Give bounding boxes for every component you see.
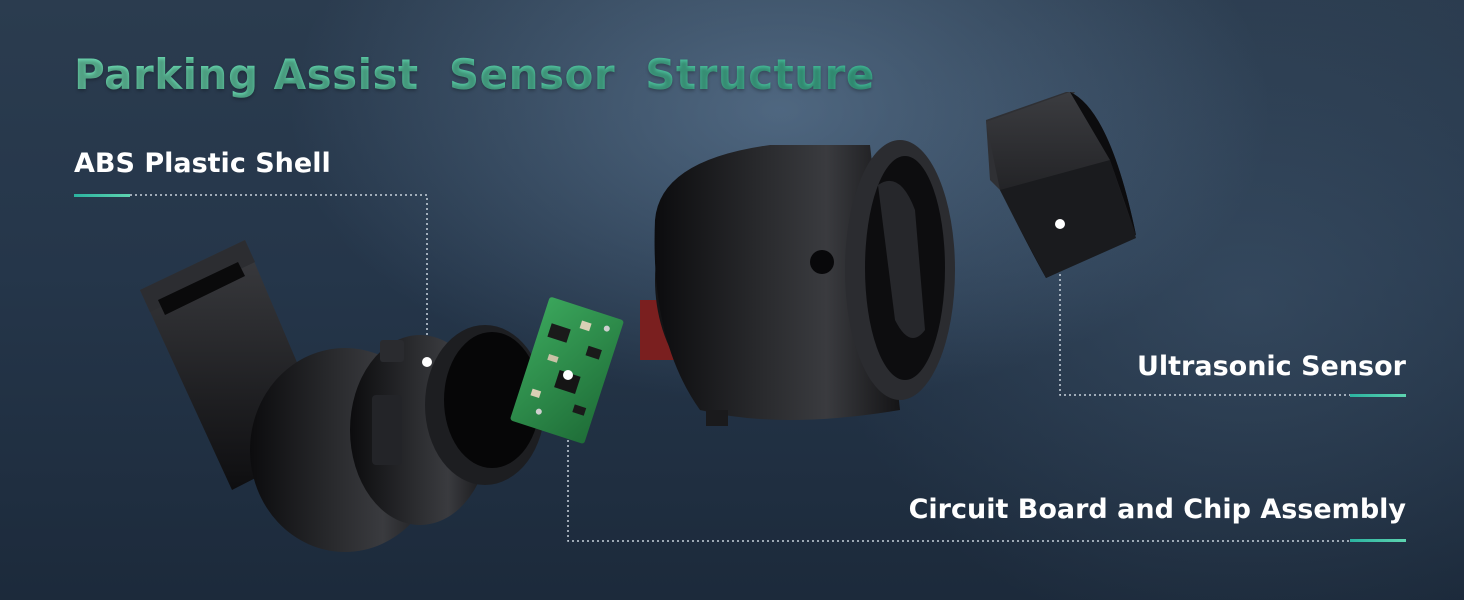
label-underline-shell bbox=[74, 194, 130, 197]
callout-dot-shell bbox=[422, 357, 432, 367]
label-abs-plastic-shell: ABS Plastic Shell bbox=[74, 148, 331, 179]
abs-plastic-shell-cylinder bbox=[640, 140, 955, 426]
ultrasonic-sensor-block bbox=[986, 92, 1136, 278]
callout-dot-circuit bbox=[563, 370, 573, 380]
label-circuit-board: Circuit Board and Chip Assembly bbox=[908, 494, 1406, 525]
label-underline-circuit bbox=[1350, 539, 1406, 542]
label-underline-ultrasonic bbox=[1350, 394, 1406, 397]
callout-dot-ultrasonic bbox=[1055, 219, 1065, 229]
label-ultrasonic-sensor: Ultrasonic Sensor bbox=[1136, 351, 1406, 382]
leader-line-ultrasonic bbox=[1059, 224, 1350, 396]
leader-line-circuit bbox=[567, 375, 1350, 542]
leader-line-shell bbox=[130, 194, 428, 362]
connector-housing bbox=[140, 240, 545, 552]
page-title: Parking Assist Sensor Structure bbox=[74, 50, 875, 99]
